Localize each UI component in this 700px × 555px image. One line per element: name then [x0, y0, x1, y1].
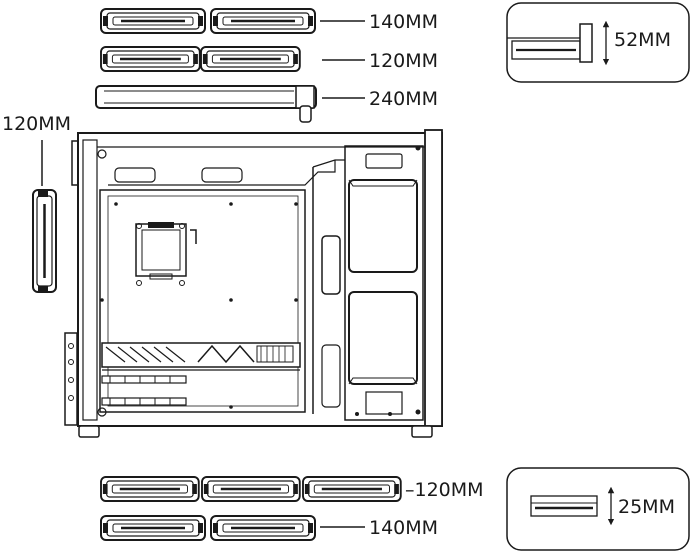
top-fan-row-140: 140MM — [99, 7, 438, 35]
case-foot-rear — [78, 425, 100, 438]
drive-bay-lower — [348, 291, 418, 385]
label-52mm: 52MM — [614, 29, 671, 51]
callout-box-bottom — [506, 467, 690, 551]
fan-140-bottom-right — [209, 514, 317, 542]
fan-120-top-right — [199, 45, 302, 73]
fan-120-bottom-1 — [99, 475, 201, 503]
bottom-fan-row-140: 140MM — [99, 514, 438, 542]
callout-box — [506, 2, 690, 83]
label-240mm: 240MM — [369, 88, 438, 110]
cable-cutout — [321, 235, 341, 295]
fan-120-bottom-2 — [200, 475, 302, 503]
fan-120-bottom-3 — [301, 475, 403, 503]
fan-140-bottom-left — [99, 514, 207, 542]
radiator-240: 240MM — [95, 85, 438, 123]
gpu-clearance-callout: 25MM — [506, 467, 690, 551]
expansion-slots — [101, 375, 187, 406]
drive-cage — [344, 145, 424, 421]
drive-bay-upper — [348, 179, 418, 273]
rear-io-bracket — [64, 332, 78, 426]
label-140mm-bottom: 140MM — [369, 517, 438, 539]
label-120mm-bottom: –120MM — [405, 479, 484, 501]
case-side-view — [64, 129, 443, 438]
graphics-card — [101, 342, 301, 371]
rear-panel — [82, 139, 98, 421]
label-25mm: 25MM — [618, 496, 675, 518]
label-140mm-top: 140MM — [369, 11, 438, 33]
motherboard-tray — [99, 189, 306, 413]
label-120mm-side: 120MM — [2, 113, 71, 135]
side-fan-120: 120MM — [2, 113, 71, 293]
cpu-socket — [135, 222, 197, 286]
front-panel — [424, 129, 443, 427]
bottom-fan-row-120: –120MM — [99, 475, 484, 503]
cooler-height-callout: 52MM — [506, 2, 690, 83]
label-120mm-top: 120MM — [369, 50, 438, 72]
case-foot-front — [411, 425, 433, 438]
fan-140-top-right — [209, 7, 317, 35]
fan-140-top-left — [99, 7, 207, 35]
fan-120-top-left — [99, 45, 202, 73]
top-fan-row-120: 120MM — [99, 45, 438, 73]
